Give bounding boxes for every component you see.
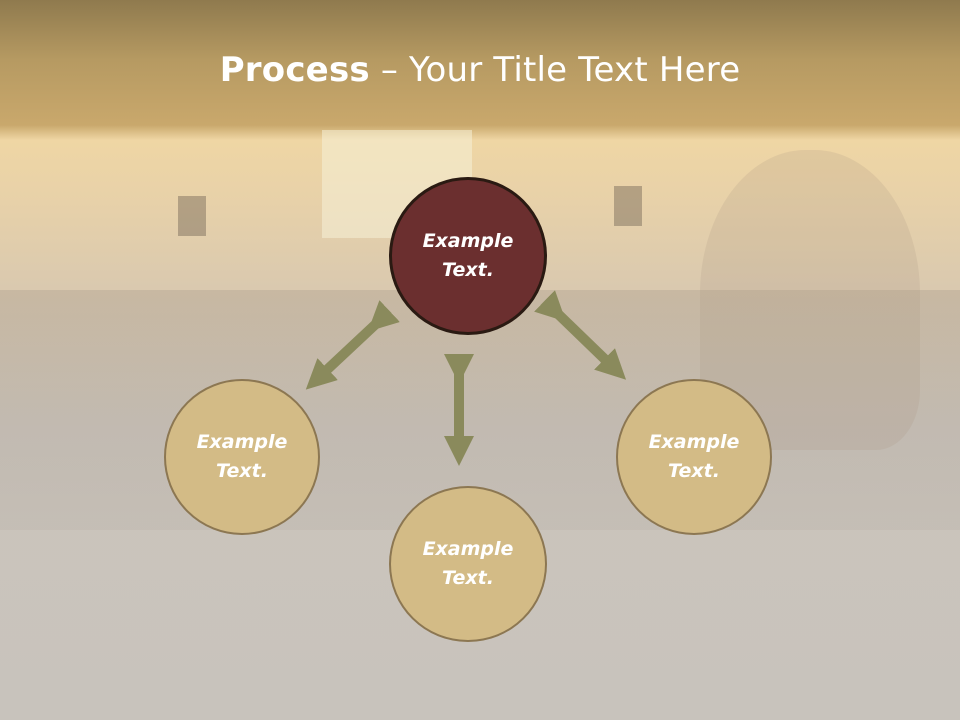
node-right-label: Example Text.	[648, 431, 740, 482]
arrow-top-right	[534, 290, 627, 380]
node-left[interactable]: Example Text.	[164, 379, 320, 535]
title-rest: – Your Title Text Here	[369, 50, 741, 90]
node-top[interactable]: Example Text.	[389, 177, 547, 335]
node-bottom-label: Example Text.	[422, 538, 514, 589]
node-bottom[interactable]: Example Text.	[389, 486, 547, 642]
title-bold: Process	[219, 50, 370, 90]
speaker-right	[614, 186, 642, 226]
speaker-left	[178, 196, 206, 236]
node-left-label: Example Text.	[196, 431, 288, 482]
slide-title: Process – Your Title Text Here	[0, 50, 960, 90]
node-top-label: Example Text.	[422, 230, 514, 281]
node-right[interactable]: Example Text.	[616, 379, 772, 535]
arrow-top-left	[305, 300, 400, 390]
